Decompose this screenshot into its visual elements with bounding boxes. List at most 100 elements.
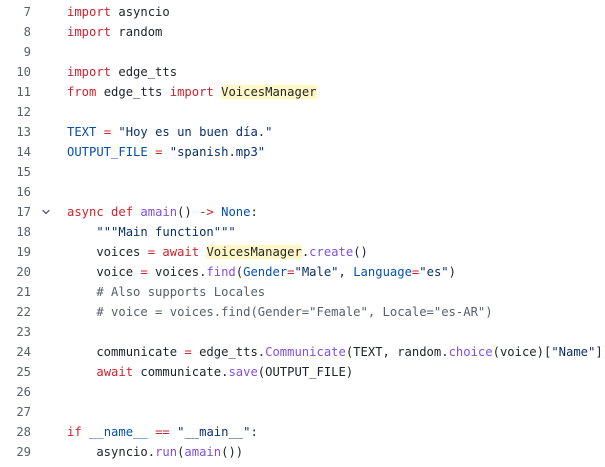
code-token: asyncio bbox=[111, 5, 170, 19]
code-line[interactable]: 17 async def amain() -> None: bbox=[0, 202, 605, 222]
code-line[interactable]: 23 bbox=[0, 322, 605, 342]
code-token: Language bbox=[353, 265, 412, 279]
line-number: 12 bbox=[16, 105, 31, 119]
code-token: amain bbox=[140, 205, 178, 219]
code-token: save bbox=[228, 365, 258, 379]
code-token: "Hoy es un buen día." bbox=[118, 125, 273, 139]
code-token: = bbox=[411, 265, 420, 279]
code-token: voices bbox=[67, 245, 148, 259]
code-token bbox=[104, 205, 111, 219]
code-token bbox=[214, 85, 221, 99]
code-line[interactable]: 15 bbox=[0, 162, 605, 182]
code-token: "Name" bbox=[551, 345, 596, 359]
code-token: choice bbox=[448, 345, 493, 359]
code-token: import bbox=[67, 65, 112, 79]
code-text: import asyncio bbox=[67, 2, 170, 22]
code-token bbox=[82, 425, 89, 439]
code-token: async bbox=[67, 205, 104, 219]
code-line[interactable]: 26 bbox=[0, 382, 605, 402]
code-token: """Main function""" bbox=[96, 225, 236, 239]
line-number: 22 bbox=[16, 305, 31, 319]
code-line[interactable]: 24 communicate = edge_tts.Communicate(TE… bbox=[0, 342, 605, 362]
code-token: await bbox=[96, 365, 134, 379]
line-number: 17 bbox=[16, 205, 31, 219]
code-token bbox=[67, 365, 96, 379]
code-text: voices = await VoicesManager.create() bbox=[67, 242, 368, 262]
code-token: TEXT bbox=[67, 125, 97, 139]
code-token: = bbox=[103, 125, 112, 139]
code-token: voice bbox=[67, 265, 141, 279]
code-token: () bbox=[353, 245, 368, 259]
code-text: from edge_tts import VoicesManager bbox=[67, 82, 317, 102]
line-number: 21 bbox=[16, 285, 31, 299]
code-token bbox=[148, 145, 155, 159]
code-token: "spanish.mp3" bbox=[169, 145, 266, 159]
code-line[interactable]: 19 voices = await VoicesManager.create() bbox=[0, 242, 605, 262]
code-text: if __name__ == "__main__": bbox=[67, 422, 258, 442]
code-token: Gender bbox=[243, 265, 288, 279]
code-line[interactable]: 25 await communicate.save(OUTPUT_FILE) bbox=[0, 362, 605, 382]
code-token: (OUTPUT_FILE) bbox=[257, 365, 354, 379]
line-number: 28 bbox=[16, 425, 31, 439]
code-line[interactable]: 20 voice = voices.find(Gender="Male", La… bbox=[0, 262, 605, 282]
line-number: 25 bbox=[16, 365, 31, 379]
code-token: run bbox=[155, 445, 178, 459]
code-token: "es" bbox=[419, 265, 449, 279]
code-token: random bbox=[111, 25, 163, 39]
code-token: = bbox=[155, 145, 163, 159]
code-token: asyncio. bbox=[67, 445, 156, 459]
code-line[interactable]: 27 bbox=[0, 402, 605, 422]
code-line[interactable]: 18 """Main function""" bbox=[0, 222, 605, 242]
code-token: edge_tts bbox=[96, 85, 170, 99]
code-line[interactable]: 9 bbox=[0, 42, 605, 62]
code-text: async def amain() -> None: bbox=[67, 202, 258, 222]
code-token: find bbox=[206, 265, 236, 279]
code-token: : bbox=[250, 425, 258, 439]
code-token: "Male" bbox=[294, 265, 339, 279]
code-line[interactable]: 29 asyncio.run(amain()) bbox=[0, 442, 605, 462]
code-token: -> bbox=[199, 205, 214, 219]
line-number: 24 bbox=[16, 345, 31, 359]
line-number: 26 bbox=[16, 385, 31, 399]
code-token: : bbox=[250, 205, 258, 219]
line-number: 14 bbox=[16, 145, 31, 159]
code-line[interactable]: 21 # Also supports Locales bbox=[0, 282, 605, 302]
code-text: import edge_tts bbox=[67, 62, 177, 82]
code-line[interactable]: 14 OUTPUT_FILE = "spanish.mp3" bbox=[0, 142, 605, 162]
code-text: voice = voices.find(Gender="Male", Langu… bbox=[67, 262, 456, 282]
code-text: asyncio.run(amain()) bbox=[67, 442, 243, 462]
code-line[interactable]: 12 bbox=[0, 102, 605, 122]
code-token bbox=[67, 285, 96, 299]
line-number: 18 bbox=[16, 225, 31, 239]
code-token: from bbox=[67, 85, 97, 99]
chevron-down-icon[interactable] bbox=[40, 202, 52, 222]
code-token: create bbox=[309, 245, 354, 259]
code-line[interactable]: 28 if __name__ == "__main__": bbox=[0, 422, 605, 442]
code-token: == bbox=[155, 425, 170, 439]
code-token: await bbox=[162, 245, 200, 259]
code-text: """Main function""" bbox=[67, 222, 236, 242]
code-token: import bbox=[169, 85, 214, 99]
code-text: communicate = edge_tts.Communicate(TEXT,… bbox=[67, 342, 605, 362]
code-token: import bbox=[67, 5, 112, 19]
code-line[interactable]: 22 # voice = voices.find(Gender="Female"… bbox=[0, 302, 605, 322]
code-token: None bbox=[221, 205, 251, 219]
code-text: # voice = voices.find(Gender="Female", L… bbox=[67, 302, 492, 322]
line-number: 27 bbox=[16, 405, 31, 419]
line-number: 16 bbox=[16, 185, 31, 199]
code-token: = bbox=[147, 245, 156, 259]
code-text: OUTPUT_FILE = "spanish.mp3" bbox=[67, 142, 265, 162]
line-number: 15 bbox=[16, 165, 31, 179]
code-token: (voice)[ bbox=[492, 345, 552, 359]
code-text: # Also supports Locales bbox=[67, 282, 265, 302]
code-token: communicate bbox=[67, 345, 185, 359]
code-token bbox=[67, 225, 96, 239]
code-token bbox=[162, 145, 169, 159]
code-line[interactable]: 16 bbox=[0, 182, 605, 202]
